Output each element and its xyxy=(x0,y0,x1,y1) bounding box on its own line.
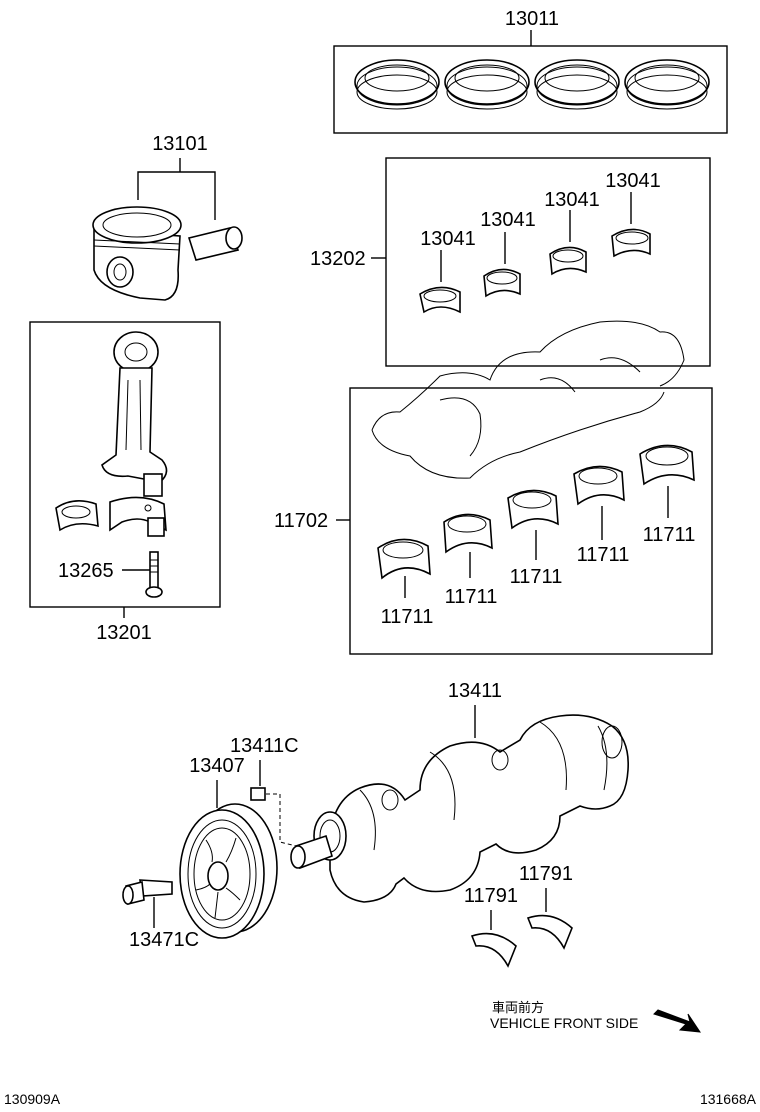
pulley-bolt-group: 13471C xyxy=(122,879,199,951)
piston-ring xyxy=(624,59,710,110)
vehicle-front-indicator: 車両前方 VEHICLE FRONT SIDE xyxy=(490,1000,702,1033)
crank-snout xyxy=(290,834,333,870)
piston-ring xyxy=(444,59,530,110)
crankshaft xyxy=(329,714,629,903)
footer-right-code: 131668A xyxy=(700,1091,757,1107)
front-direction-arrow-icon xyxy=(653,1009,702,1033)
label-13041: 13041 xyxy=(480,209,536,231)
conrod-bearing xyxy=(419,250,461,314)
conrod-bearing-upper xyxy=(55,500,99,532)
conrod-bearing-set-group: 13202 13041 13041 13041 13041 xyxy=(310,157,711,367)
main-bearing-box xyxy=(349,387,713,655)
label-11702: 11702 xyxy=(274,510,328,532)
piston xyxy=(92,206,182,301)
conrod-cap xyxy=(109,496,167,537)
label-11711: 11711 xyxy=(510,566,563,588)
label-11711: 11711 xyxy=(643,524,696,546)
label-11711: 11711 xyxy=(381,606,434,628)
crank-key xyxy=(250,787,266,801)
label-13407: 13407 xyxy=(189,755,245,777)
piston-ring-set-group: 13011 xyxy=(333,8,728,134)
conrod-bearing xyxy=(611,192,651,258)
label-13041: 13041 xyxy=(544,189,600,211)
conrod-bearing-box xyxy=(385,157,711,367)
label-13411: 13411 xyxy=(448,680,502,702)
piston-ring xyxy=(354,59,440,110)
main-bearing xyxy=(573,465,625,540)
main-bearing xyxy=(639,444,695,518)
label-13201: 13201 xyxy=(96,622,152,644)
label-13202: 13202 xyxy=(310,248,366,270)
label-13411C: 13411C xyxy=(230,735,299,757)
connecting-rod-group: 13265 13201 xyxy=(29,321,221,644)
label-13101: 13101 xyxy=(152,133,208,155)
front-side-jp-text: 車両前方 xyxy=(492,1000,544,1016)
conrod-bearing xyxy=(483,232,521,298)
footer-left-code: 130909A xyxy=(4,1091,61,1107)
connecting-rod-box xyxy=(29,321,221,608)
crank-pulley xyxy=(179,803,278,939)
connecting-rod xyxy=(101,331,168,497)
label-11791: 11791 xyxy=(519,863,573,885)
thrust-washer xyxy=(526,914,573,950)
main-bearing xyxy=(377,538,431,598)
crank-pulley-group: 13407 xyxy=(179,755,278,939)
front-side-en-text: VEHICLE FRONT SIDE xyxy=(490,1015,638,1031)
label-13011: 13011 xyxy=(505,8,559,30)
crankshaft-ghost-outline xyxy=(371,320,685,479)
thrust-washer xyxy=(470,932,517,968)
pulley-bolt xyxy=(122,879,173,905)
crankshaft-group: 13411 xyxy=(290,680,629,903)
piston-pin xyxy=(187,226,243,261)
conrod-bearing xyxy=(549,210,587,276)
label-13041: 13041 xyxy=(420,228,476,250)
label-11791: 11791 xyxy=(464,885,518,907)
label-11711: 11711 xyxy=(577,544,630,566)
piston-group: 13101 xyxy=(92,133,243,301)
label-13041: 13041 xyxy=(605,170,661,192)
main-bearing xyxy=(507,489,559,560)
conrod-bolt xyxy=(145,551,163,598)
thrust-washer-group: 11791 11791 xyxy=(464,863,573,968)
main-bearing-set-group: 11702 11711 11711 11711 1171 xyxy=(274,387,713,655)
crank-key-group: 13411C xyxy=(230,735,299,847)
label-11711: 11711 xyxy=(445,586,498,608)
label-13471C: 13471C xyxy=(129,929,199,951)
label-13265: 13265 xyxy=(58,560,114,582)
piston-ring xyxy=(534,59,620,110)
main-bearing xyxy=(443,513,493,578)
